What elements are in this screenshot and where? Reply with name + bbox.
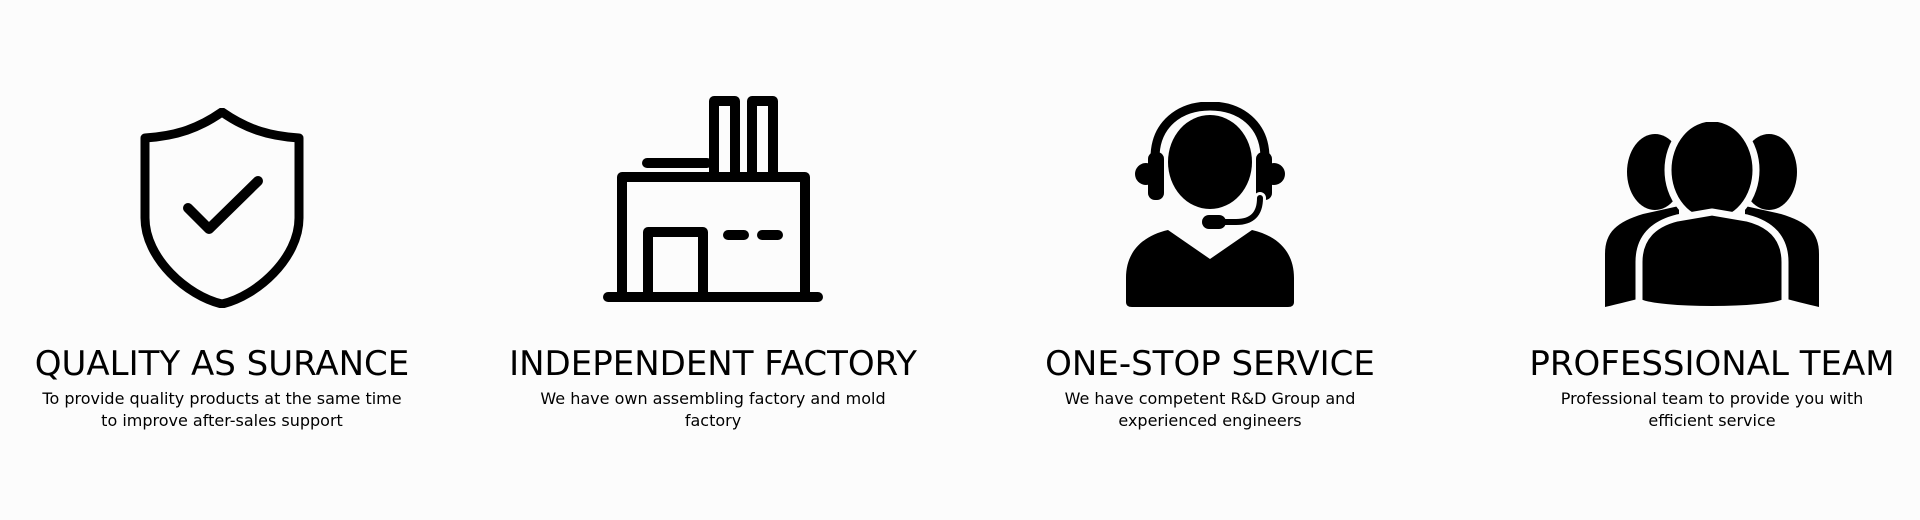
feature-title: PROFESSIONAL TEAM bbox=[1529, 344, 1895, 384]
feature-title: ONE-STOP SERVICE bbox=[1045, 344, 1375, 384]
team-icon bbox=[1605, 122, 1819, 312]
feature-description: To provide quality products at the same … bbox=[42, 389, 402, 430]
shield-check-icon bbox=[140, 108, 304, 308]
headset-agent-icon bbox=[1126, 102, 1294, 307]
feature-independent-factory: INDEPENDENT FACTORY We have own assembli… bbox=[494, 0, 932, 520]
feature-quality-assurance: QUALITY AS SURANCE To provide quality pr… bbox=[20, 0, 424, 520]
feature-description: We have own assembling factory and mold … bbox=[540, 389, 886, 430]
factory-icon bbox=[603, 96, 823, 302]
feature-description: Professional team to provide you with ef… bbox=[1560, 389, 1864, 430]
feature-description: We have competent R&D Group and experien… bbox=[1064, 389, 1356, 430]
feature-one-stop-service: ONE-STOP SERVICE We have competent R&D G… bbox=[1020, 0, 1400, 520]
feature-title: INDEPENDENT FACTORY bbox=[509, 344, 917, 384]
feature-professional-team: PROFESSIONAL TEAM Professional team to p… bbox=[1512, 0, 1912, 520]
feature-title: QUALITY AS SURANCE bbox=[34, 344, 410, 384]
